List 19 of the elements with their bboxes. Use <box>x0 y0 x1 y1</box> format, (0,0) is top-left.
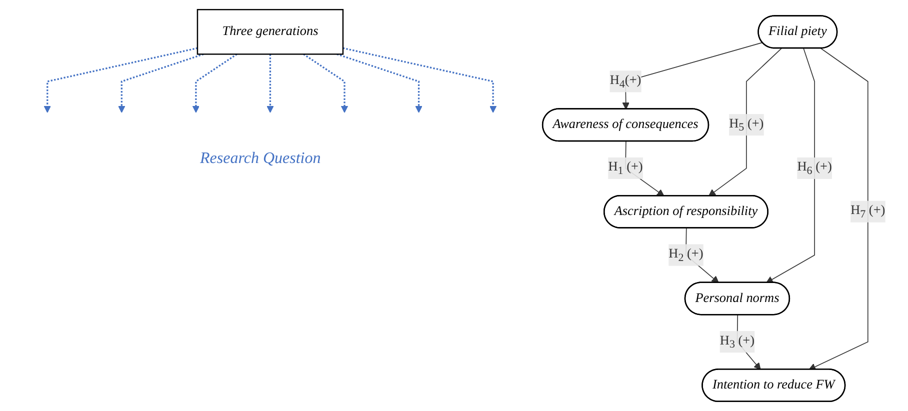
arrow <box>808 48 868 370</box>
edge-label: H$_{2}$ (+) <box>668 246 704 264</box>
arrow <box>118 53 204 113</box>
annotation-text: Research Question <box>200 150 321 168</box>
arrow <box>192 53 238 113</box>
edge-label: H$_{6}$ (+) <box>797 160 832 177</box>
node-box: Three generations <box>196 8 344 55</box>
edge-label: H$_{5}$ (+) <box>729 116 764 134</box>
edge-label: H$_{3}$ (+) <box>720 334 755 350</box>
arrow <box>44 47 198 113</box>
arrow <box>303 53 348 113</box>
arrow <box>342 47 497 113</box>
edge-label: H$_{7}$ (+) <box>850 203 886 220</box>
arrow <box>266 54 274 113</box>
arrow <box>708 48 782 196</box>
edge-label: H$_{1}$ (+) <box>608 160 643 177</box>
edge-label: H$_{4}$(+) <box>610 73 642 90</box>
arrow <box>336 53 422 113</box>
arrow <box>766 48 816 284</box>
